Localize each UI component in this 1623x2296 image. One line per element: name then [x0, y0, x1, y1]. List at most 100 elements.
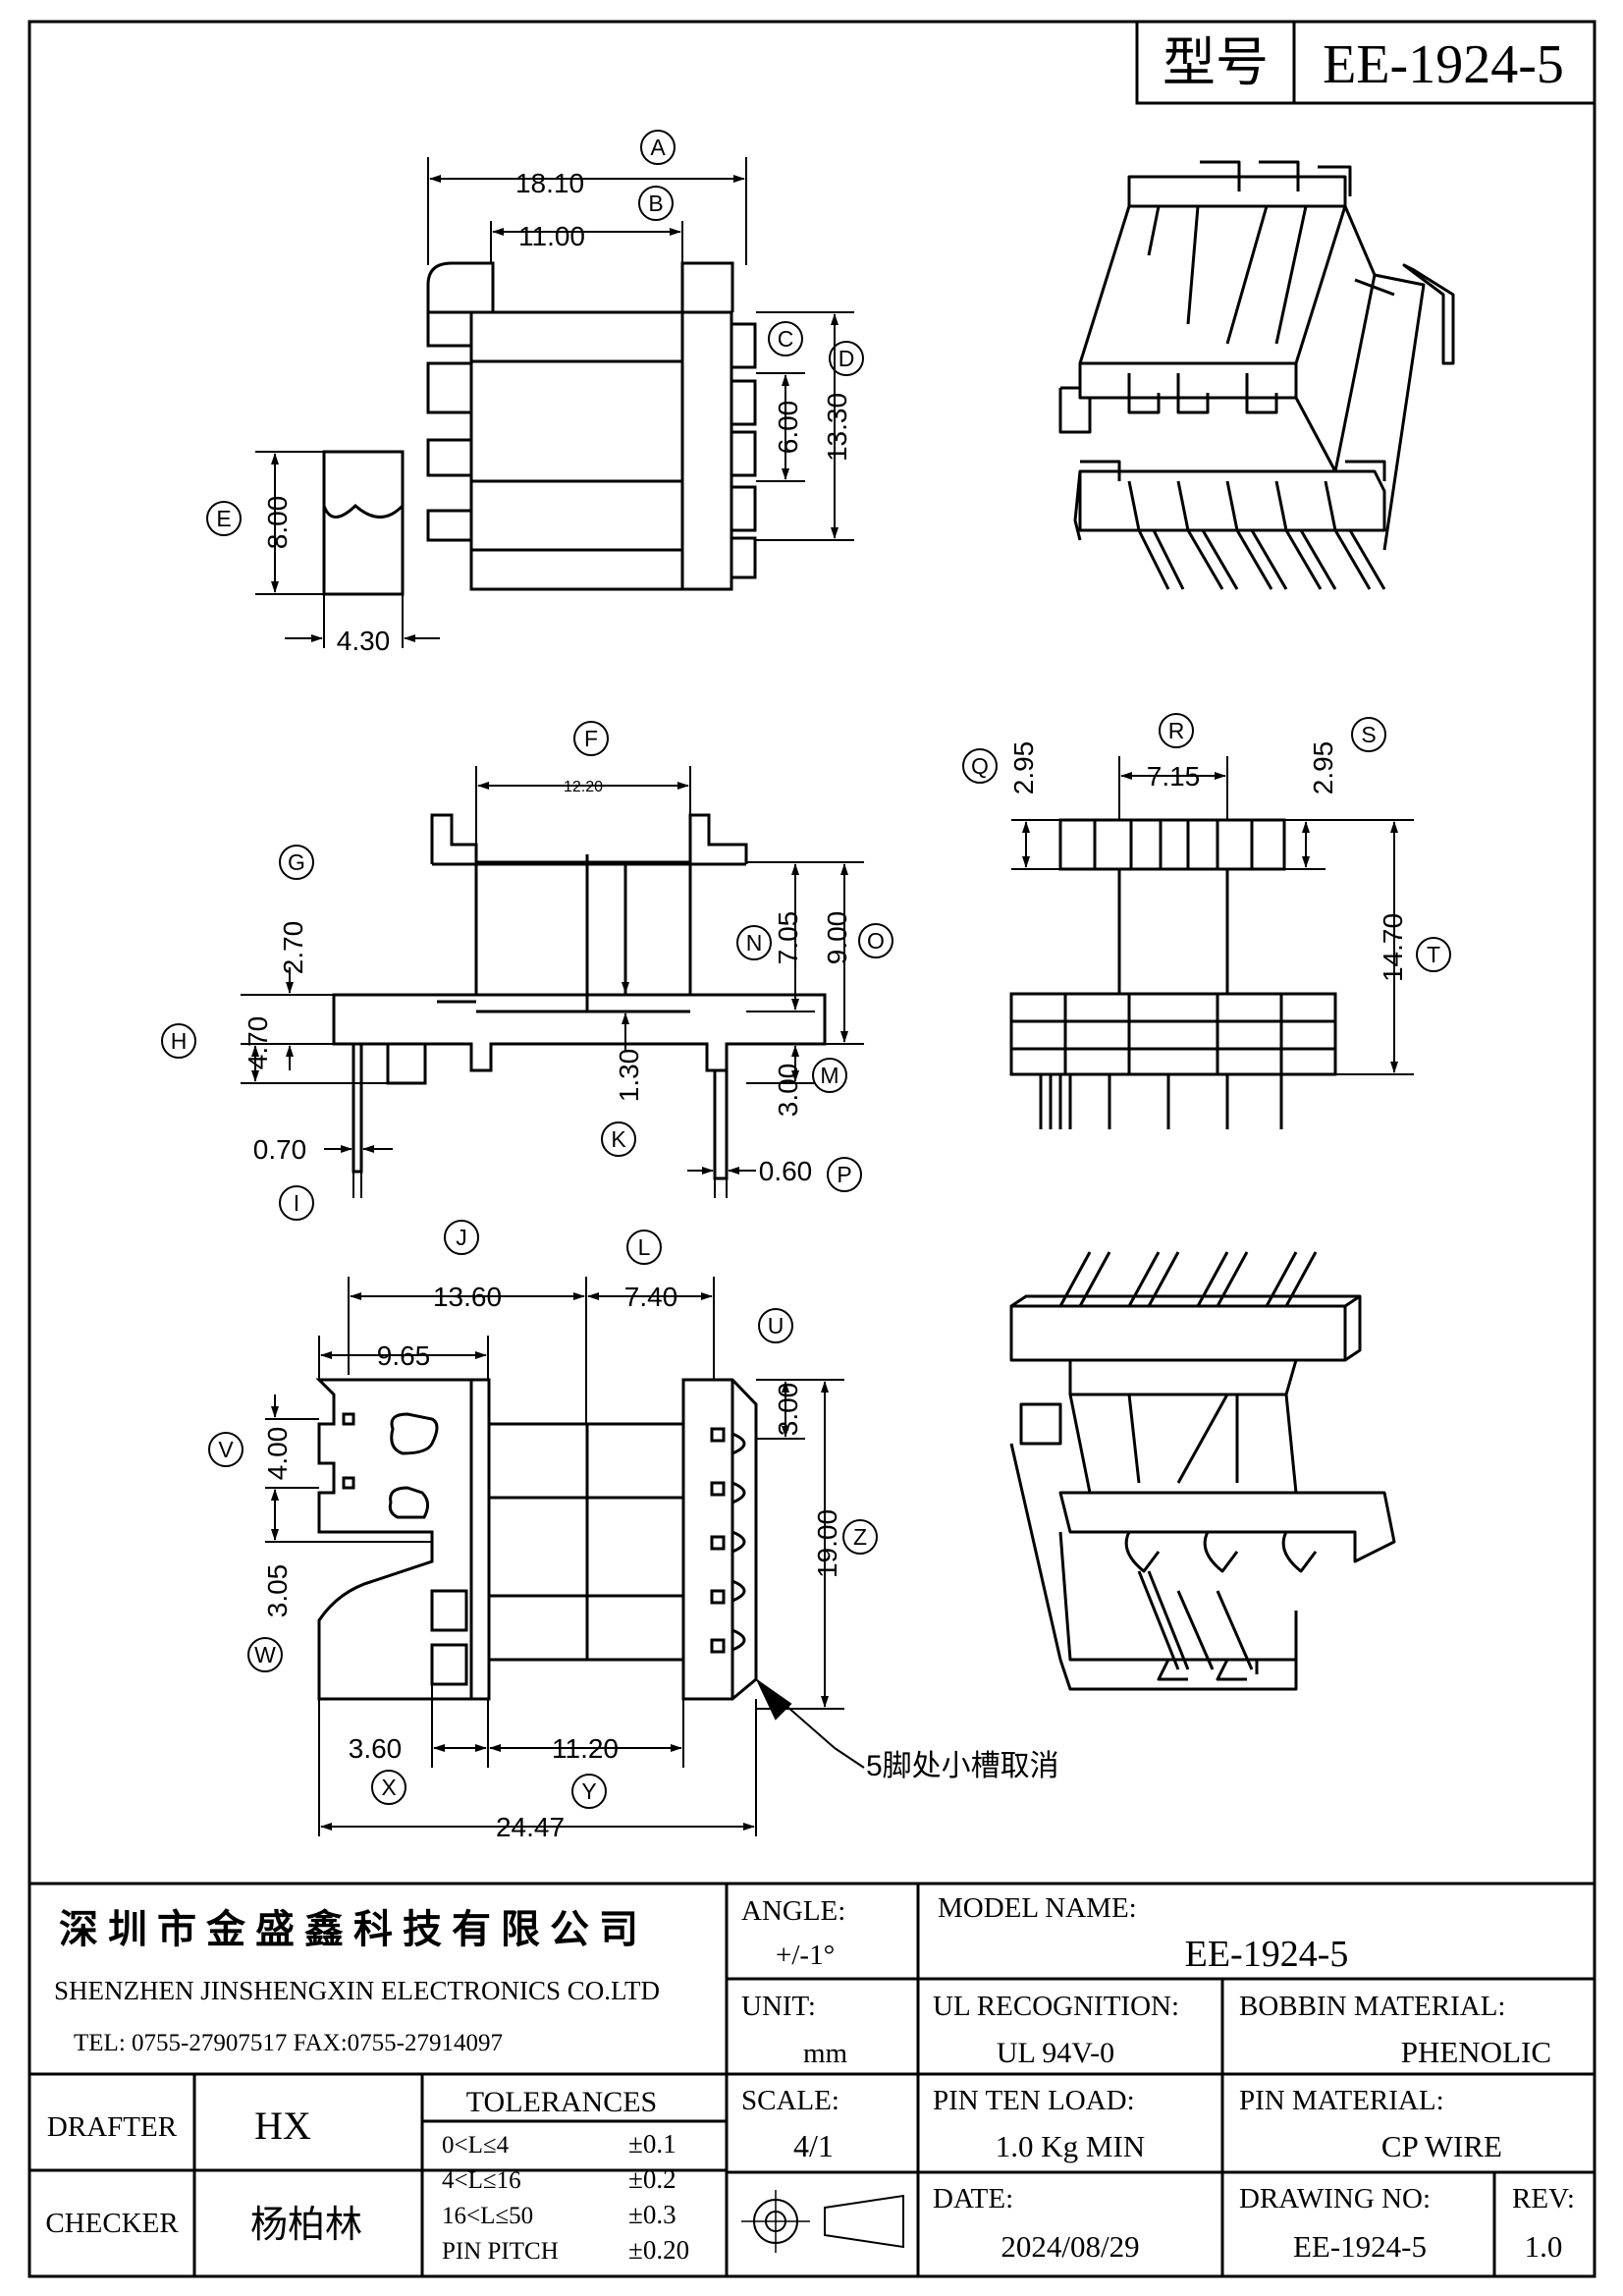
- dim-J-value: 13.60: [433, 1282, 502, 1312]
- date-value: 2024/08/29: [1001, 2229, 1139, 2264]
- drafter-value: HX: [254, 2104, 311, 2148]
- front-view: [332, 813, 827, 1180]
- callout-O: O: [858, 923, 893, 958]
- callout-E: E: [206, 501, 242, 536]
- title-block-text: 深圳市金盛鑫科技有限公司 SHENZHEN JINSHENGXIN ELECTR…: [45, 1892, 1575, 2265]
- side-view: [1009, 818, 1337, 1129]
- dim-T-value: 14.70: [1378, 913, 1408, 982]
- callout-P: P: [827, 1157, 862, 1192]
- callout-L: L: [626, 1230, 662, 1265]
- tol-value-3: ±0.3: [628, 2200, 676, 2229]
- dim-D-value: 13.30: [822, 393, 852, 462]
- dim-total-value: 24.47: [496, 1812, 565, 1842]
- dim-U-value: 3.00: [773, 1383, 803, 1437]
- pin-load-label: PIN TEN LOAD:: [933, 2085, 1135, 2116]
- callout-Q: Q: [962, 748, 998, 784]
- dim-G-value: 2.70: [278, 921, 308, 975]
- dim-Y-value: 11.20: [552, 1733, 619, 1764]
- callout-C: C: [768, 321, 803, 356]
- callout-letter: Z: [853, 1524, 867, 1550]
- callout-I: I: [279, 1185, 314, 1221]
- callout-F: F: [573, 721, 609, 756]
- callout-M: M: [812, 1058, 847, 1093]
- dim-C-value: 6.00: [773, 401, 803, 455]
- callout-circle: [812, 1058, 847, 1093]
- dim-V-value: 4.00: [262, 1427, 293, 1481]
- callout-circle: [1159, 713, 1194, 748]
- callout-circle: [161, 1023, 196, 1059]
- callout-circle: [962, 748, 998, 784]
- top-view: [322, 261, 757, 596]
- model-box: 型号 EE-1924-5: [1135, 20, 1596, 105]
- callout-circle: [444, 1220, 479, 1255]
- pin-material-label: PIN MATERIAL:: [1239, 2085, 1444, 2116]
- dim-I-value: 0.70: [253, 1134, 307, 1165]
- callout-R: R: [1159, 713, 1194, 748]
- callout-circle: [827, 1157, 862, 1192]
- callout-letter: N: [746, 930, 763, 956]
- callout-letter: O: [867, 928, 885, 954]
- callout-letter: L: [638, 1234, 651, 1260]
- callout-circle: [571, 1774, 607, 1809]
- front-view-dimensions: [241, 766, 864, 1198]
- unit-value: mm: [803, 2038, 848, 2069]
- bobbin-material-value: PHENOLIC: [1401, 2035, 1551, 2069]
- model-box-value: EE-1924-5: [1323, 34, 1564, 95]
- callout-circle: [573, 721, 609, 756]
- scale-value: 4/1: [793, 2128, 834, 2163]
- callout-circle: [829, 341, 864, 376]
- dim-X-value: 3.60: [349, 1733, 403, 1764]
- callout-circle: [206, 501, 242, 536]
- bottom-view: [315, 1378, 758, 1701]
- callout-letter: A: [650, 135, 666, 160]
- model-name-label: MODEL NAME:: [938, 1892, 1137, 1924]
- dim-E2-value: 4.30: [337, 626, 391, 656]
- callout-letter: D: [839, 346, 855, 371]
- dim-S-value: 2.95: [1308, 741, 1338, 795]
- tol-range-1: 0<L≤4: [442, 2132, 510, 2159]
- callout-D: D: [829, 341, 864, 376]
- date-label: DATE:: [933, 2183, 1013, 2214]
- callout-circle: [371, 1770, 406, 1805]
- tol-value-2: ±0.2: [628, 2164, 676, 2194]
- dim-O-value: 9.00: [822, 911, 852, 965]
- rev-value: 1.0: [1525, 2229, 1563, 2264]
- dim-W-value: 3.05: [262, 1564, 293, 1618]
- dim-N-value: 7.05: [773, 911, 803, 965]
- callout-letter: H: [171, 1028, 188, 1054]
- company-name-cn: 深圳市金盛鑫科技有限公司: [59, 1907, 648, 1951]
- checker-label: CHECKER: [45, 2208, 179, 2239]
- callout-circle: [601, 1121, 636, 1157]
- dim-P-value: 0.60: [759, 1156, 813, 1186]
- dim-F-value: 12.20: [564, 779, 603, 795]
- callout-T: T: [1416, 937, 1451, 972]
- dim-R-value: 7.15: [1147, 761, 1201, 792]
- bobbin-material-label: BOBBIN MATERIAL:: [1239, 1991, 1505, 2022]
- rev-label: REV:: [1512, 2183, 1575, 2214]
- callout-letter: Q: [971, 753, 989, 779]
- angle-value: +/-1°: [776, 1940, 835, 1971]
- pin-material-value: CP WIRE: [1381, 2129, 1502, 2163]
- tol-value-1: ±0.1: [628, 2129, 676, 2159]
- callout-K: K: [601, 1121, 636, 1157]
- callout-circle: [1416, 937, 1451, 972]
- unit-label: UNIT:: [741, 1991, 816, 2022]
- bottom-view-labels: 13.60 7.40 9.65 3.00 19.00 4.00 3.05 3.6…: [262, 1282, 1059, 1842]
- callout-V: V: [208, 1432, 243, 1467]
- callout-letter: P: [837, 1162, 851, 1187]
- callout-circle: [736, 925, 772, 960]
- callout-letter: J: [456, 1225, 467, 1250]
- company-contact: TEL: 0755-27907517 FAX:0755-27914097: [74, 2030, 503, 2056]
- callout-N: N: [736, 925, 772, 960]
- callout-circle: [279, 1185, 314, 1221]
- front-view-labels: 12.20 2.70 4.70 0.70 1.30 7.05 9.00 3.00…: [243, 779, 852, 1186]
- note-text: 5脚处小槽取消: [866, 1750, 1059, 1782]
- callout-letter: V: [218, 1437, 234, 1462]
- callout-circle: [638, 186, 674, 221]
- callout-letter: M: [820, 1063, 839, 1088]
- ul-label: UL RECOGNITION:: [933, 1991, 1179, 2022]
- callout-letter: K: [611, 1126, 626, 1152]
- tolerances-title: TOLERANCES: [466, 2086, 657, 2118]
